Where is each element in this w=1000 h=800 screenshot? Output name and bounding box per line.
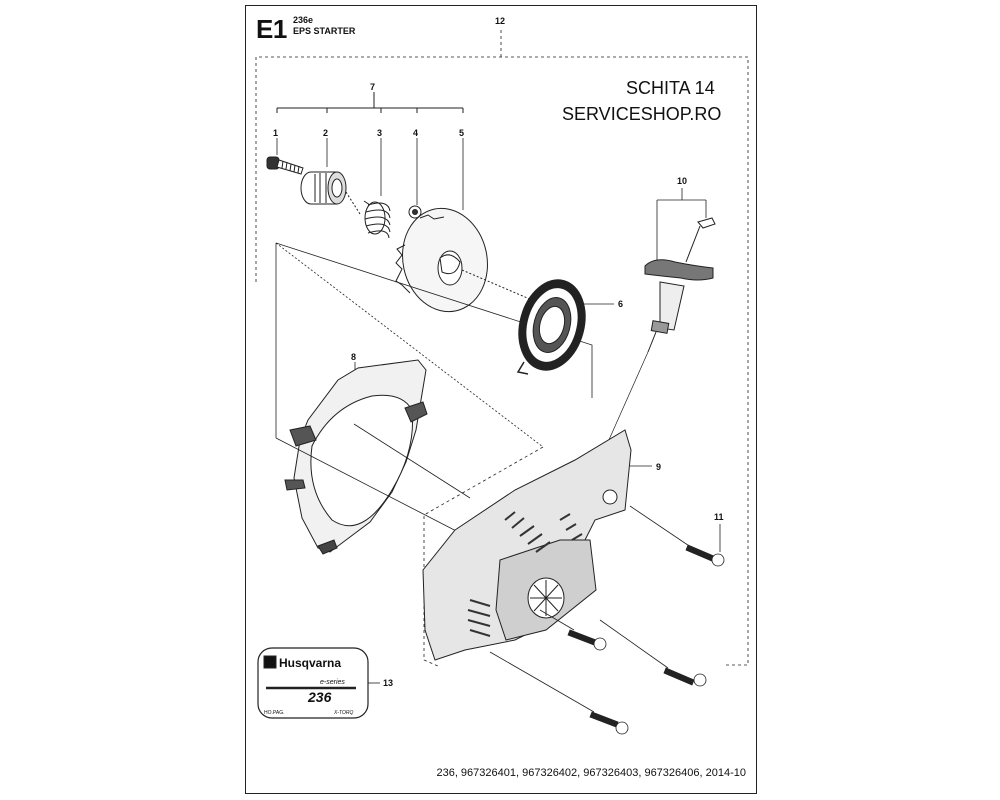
section-code: E1 [256, 14, 287, 44]
part-5-pulley-disc [395, 207, 488, 313]
part-9-starter-housing [422, 429, 652, 661]
stamp-line-1: SCHITA 14 [626, 78, 715, 98]
callout-13: 13 [383, 678, 393, 688]
callout-11: 11 [714, 512, 724, 522]
callout-3: 3 [377, 128, 382, 138]
part-1-screw [266, 156, 304, 175]
callout-2: 2 [323, 128, 328, 138]
plane-outline-5-6 [275, 242, 593, 438]
model-label: 236e [293, 15, 314, 25]
callout-12: 12 [495, 16, 505, 26]
callout-8: 8 [351, 352, 356, 362]
callout-1: 1 [273, 128, 278, 138]
decal-brand: Husqvarna [279, 656, 341, 670]
part-11-screws [489, 505, 725, 735]
bracket-7 [276, 92, 464, 113]
part-6-spring-reel [516, 279, 614, 375]
decal-model: 236 [307, 689, 332, 705]
callout-4: 4 [413, 128, 418, 138]
callout-10: 10 [677, 176, 687, 186]
plane-outline-8-9 [275, 242, 544, 536]
section-title: EPS STARTER [293, 26, 356, 36]
group-12-dashed-boundary [255, 30, 749, 666]
callout-6: 6 [618, 299, 623, 309]
part-8-fan-cover [284, 359, 428, 555]
decal-small-left: HO.PAG. [264, 710, 284, 716]
part-10-starter-handle [599, 188, 716, 461]
leader-lines-1-5 [276, 138, 464, 210]
part-4-washer [408, 205, 422, 219]
part-3-spring [363, 200, 391, 239]
part-13-decal [257, 647, 380, 719]
callout-5: 5 [459, 128, 464, 138]
part-2-hub [300, 171, 347, 205]
decal-small-right: X-TORQ [333, 710, 353, 716]
group-9-dashed-boundary [423, 446, 544, 667]
callout-9: 9 [656, 462, 661, 472]
callout-7: 7 [370, 82, 375, 92]
stamp-line-2: SERVICESHOP.RO [562, 104, 722, 124]
footer-part-numbers: 236, 967326401, 967326402, 967326403, 96… [436, 767, 746, 779]
decal-series: e-series [320, 679, 345, 686]
